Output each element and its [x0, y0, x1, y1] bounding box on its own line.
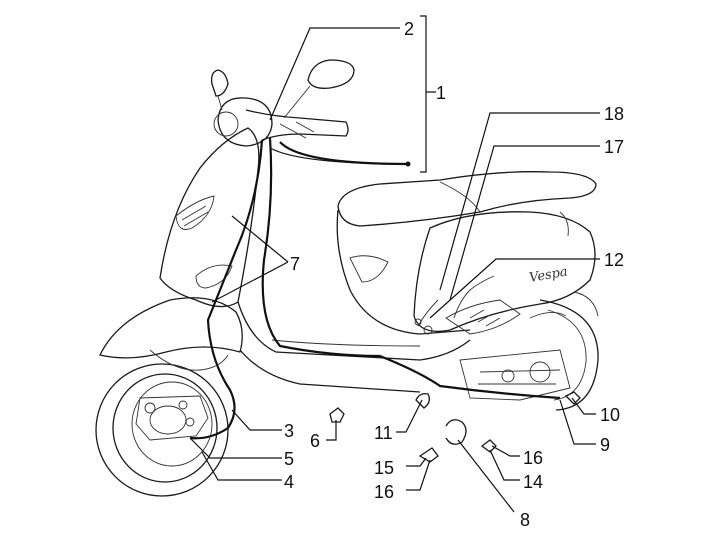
front-wheel	[95, 363, 229, 497]
callout-18: 18	[604, 104, 624, 124]
right-mirror	[307, 59, 355, 89]
leg-shield	[159, 127, 260, 308]
callout-11: 11	[374, 423, 393, 443]
rear-brake-cable	[261, 137, 561, 400]
part-14-bolt	[480, 439, 497, 453]
scooter-illustration: Vespa	[95, 59, 599, 497]
part-8-clamp	[445, 419, 467, 445]
callout-7: 7	[290, 254, 300, 274]
callout-8: 8	[520, 510, 530, 530]
callout-3: 3	[284, 421, 294, 441]
callout-16-left: 16	[374, 482, 394, 502]
left-mirror	[210, 69, 229, 97]
callout-2: 2	[404, 19, 414, 39]
callout-9: 9	[600, 435, 610, 455]
brand-script: Vespa	[528, 264, 569, 285]
seat	[337, 171, 597, 227]
callout-17: 17	[604, 137, 624, 157]
callout-12: 12	[604, 250, 624, 270]
callout-6: 6	[310, 431, 320, 451]
loose-parts	[329, 391, 581, 463]
callout-14: 14	[523, 472, 543, 492]
callout-4: 4	[284, 472, 294, 492]
leader-lines	[189, 15, 600, 513]
part-10-nut	[564, 391, 581, 405]
callout-5: 5	[284, 449, 294, 469]
floorboard	[237, 301, 471, 361]
callout-1: 1	[436, 83, 446, 103]
rear-wheel	[459, 299, 599, 411]
handlebar	[245, 109, 349, 141]
front-brake-cable	[189, 139, 264, 440]
callout-16-right: 16	[523, 448, 543, 468]
callout-labels: 1 2 18 17 12 7 3 5 4 6 11 10 9 16 14 15 …	[284, 19, 624, 530]
callout-15: 15	[374, 458, 394, 478]
front-fender	[99, 297, 243, 359]
callout-10: 10	[600, 405, 620, 425]
rear-side-panel	[413, 211, 596, 333]
part-6-clip	[329, 407, 345, 423]
part-15-bracket	[418, 447, 439, 463]
